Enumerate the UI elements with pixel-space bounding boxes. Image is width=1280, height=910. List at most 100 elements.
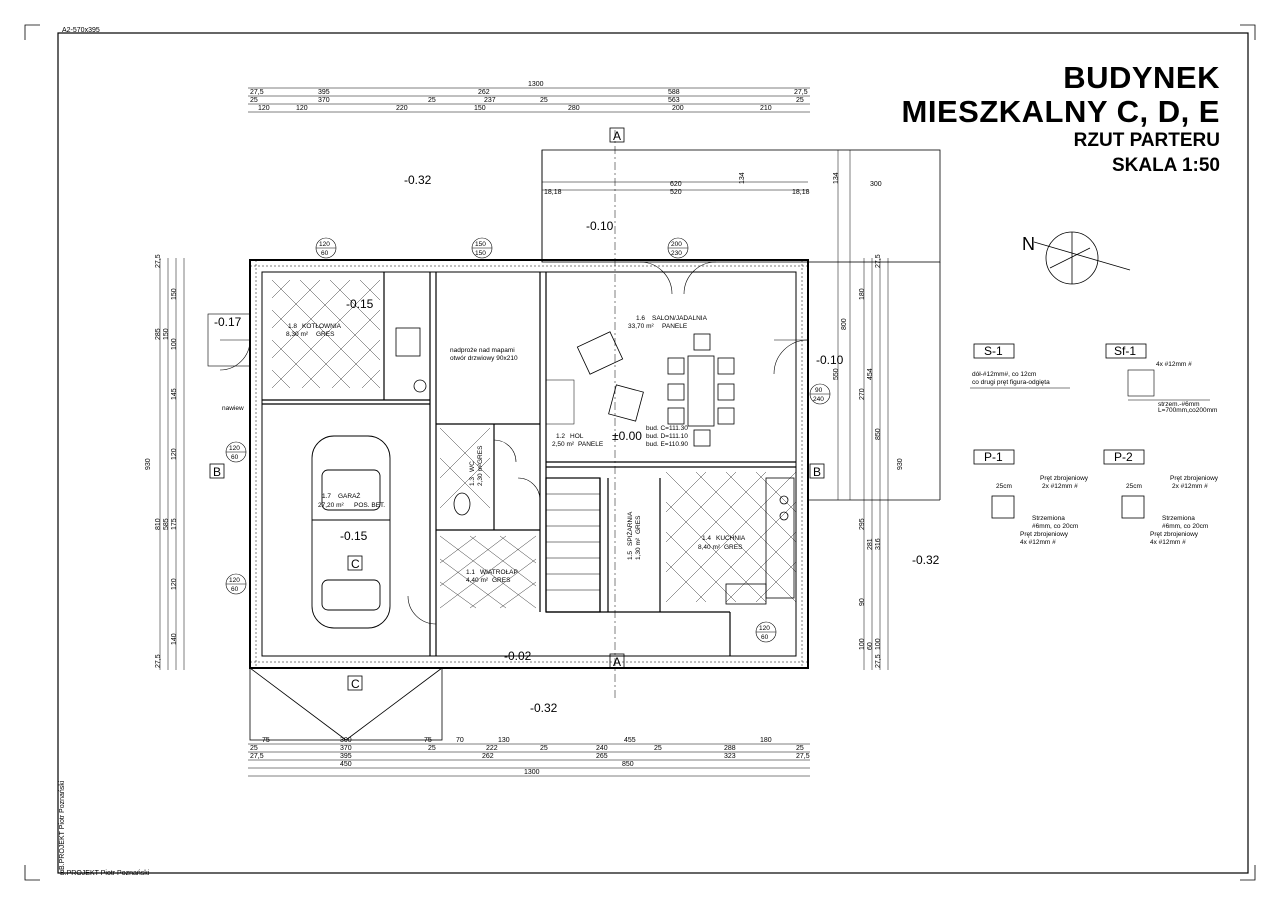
svg-text:#6mm, co 20cm: #6mm, co 20cm bbox=[1032, 523, 1078, 530]
svg-text:120: 120 bbox=[296, 105, 308, 112]
garage-car bbox=[311, 435, 391, 629]
driveway bbox=[249, 667, 443, 741]
svg-text:strzem.-#6mm: strzem.-#6mm bbox=[1158, 401, 1200, 408]
svg-text:25cm: 25cm bbox=[996, 483, 1012, 490]
svg-text:-0.32: -0.32 bbox=[530, 701, 558, 715]
svg-text:120: 120 bbox=[319, 241, 330, 248]
svg-text:270: 270 bbox=[859, 388, 866, 400]
kitchen-counter bbox=[725, 477, 795, 605]
svg-text:220: 220 bbox=[396, 105, 408, 112]
svg-text:2,50 m²: 2,50 m² bbox=[552, 441, 575, 448]
svg-text:370: 370 bbox=[340, 745, 352, 752]
svg-text:-0.17: -0.17 bbox=[214, 315, 242, 329]
svg-text:GRES: GRES bbox=[316, 331, 335, 338]
svg-text:WIATROŁAP: WIATROŁAP bbox=[480, 569, 518, 576]
svg-text:150: 150 bbox=[171, 288, 178, 300]
svg-text:300: 300 bbox=[870, 181, 882, 188]
svg-text:1.4: 1.4 bbox=[702, 535, 711, 542]
svg-text:2,30 m²: 2,30 m² bbox=[477, 463, 484, 486]
svg-text:KOTŁOWNIA: KOTŁOWNIA bbox=[302, 323, 342, 330]
tile-hatching bbox=[271, 279, 797, 609]
left-dimensions: 930 27,5 285 810 150 585 150 100 145 120… bbox=[145, 254, 178, 668]
wc-fixtures bbox=[395, 327, 471, 516]
legend-p1: P-1 Pręt zbrojeniowy 2x #12mm # Strzemio… bbox=[973, 449, 1089, 546]
svg-text:WC: WC bbox=[469, 461, 476, 472]
svg-text:285: 285 bbox=[155, 328, 162, 340]
svg-text:GRES: GRES bbox=[492, 577, 511, 584]
svg-text:130: 130 bbox=[498, 737, 510, 744]
svg-text:Strzemiona: Strzemiona bbox=[1032, 515, 1065, 522]
svg-text:90: 90 bbox=[815, 387, 823, 394]
svg-text:455: 455 bbox=[624, 737, 636, 744]
svg-text:GRES: GRES bbox=[635, 515, 642, 534]
svg-text:POS. BET.: POS. BET. bbox=[354, 502, 385, 509]
svg-text:175: 175 bbox=[171, 518, 178, 530]
svg-text:237: 237 bbox=[484, 97, 496, 104]
svg-text:1300: 1300 bbox=[528, 81, 544, 88]
svg-text:550: 550 bbox=[833, 368, 840, 380]
svg-text:#6mm, co 20cm: #6mm, co 20cm bbox=[1162, 523, 1208, 530]
svg-text:810: 810 bbox=[155, 518, 162, 530]
svg-text:27,5: 27,5 bbox=[796, 753, 810, 760]
svg-text:Pręt zbrojeniowy: Pręt zbrojeniowy bbox=[1040, 475, 1089, 482]
svg-text:150: 150 bbox=[475, 241, 486, 248]
svg-text:bud. C=111.30: bud. C=111.30 bbox=[646, 425, 688, 432]
svg-text:25: 25 bbox=[796, 97, 804, 104]
svg-text:262: 262 bbox=[482, 753, 494, 760]
svg-text:Pręt zbrojeniowy: Pręt zbrojeniowy bbox=[1020, 531, 1069, 538]
svg-text:60: 60 bbox=[867, 642, 874, 650]
svg-text:288: 288 bbox=[724, 745, 736, 752]
svg-text:150: 150 bbox=[474, 105, 486, 112]
svg-text:27,5: 27,5 bbox=[155, 654, 162, 668]
svg-text:co drugi pręt figura-odgięta: co drugi pręt figura-odgięta bbox=[972, 379, 1050, 386]
svg-text:dół-#12mm#, co 12cm: dół-#12mm#, co 12cm bbox=[972, 371, 1036, 378]
svg-text:150: 150 bbox=[163, 328, 170, 340]
svg-text:27,5: 27,5 bbox=[794, 89, 808, 96]
svg-text:295: 295 bbox=[859, 518, 866, 530]
svg-text:25: 25 bbox=[428, 97, 436, 104]
svg-text:60: 60 bbox=[231, 454, 239, 461]
svg-text:585: 585 bbox=[163, 518, 170, 530]
sheet-frame bbox=[24, 24, 1256, 881]
svg-text:930: 930 bbox=[145, 458, 152, 470]
svg-text:210: 210 bbox=[760, 105, 772, 112]
interior-walls bbox=[262, 272, 796, 656]
svg-text:P-1: P-1 bbox=[984, 450, 1003, 464]
svg-text:4,40 m²: 4,40 m² bbox=[466, 577, 489, 584]
svg-text:27,5: 27,5 bbox=[875, 254, 882, 268]
svg-text:-0.15: -0.15 bbox=[346, 297, 374, 311]
top-dimensions: 1300 27,5 395 262 588 27,5 25 370 25 237… bbox=[250, 81, 808, 112]
svg-text:S-1: S-1 bbox=[984, 344, 1003, 358]
svg-text:GARAŻ: GARAŻ bbox=[338, 491, 360, 500]
svg-text:150: 150 bbox=[475, 250, 486, 257]
svg-text:1.8: 1.8 bbox=[288, 323, 297, 330]
svg-text:60: 60 bbox=[761, 634, 769, 641]
svg-text:2x #12mm #: 2x #12mm # bbox=[1172, 483, 1208, 490]
svg-text:75: 75 bbox=[262, 737, 270, 744]
svg-text:200: 200 bbox=[671, 241, 682, 248]
svg-text:25: 25 bbox=[796, 745, 804, 752]
svg-text:HOL: HOL bbox=[570, 433, 584, 440]
svg-text:75: 75 bbox=[424, 737, 432, 744]
svg-text:KUCHNIA: KUCHNIA bbox=[716, 535, 746, 542]
svg-text:134: 134 bbox=[833, 172, 840, 184]
armchairs bbox=[576, 331, 644, 422]
svg-text:850: 850 bbox=[875, 428, 882, 440]
svg-text:134: 134 bbox=[739, 172, 746, 184]
svg-text:27,5: 27,5 bbox=[875, 654, 882, 668]
svg-text:-0.10: -0.10 bbox=[816, 353, 844, 367]
title-line-1: BUDYNEK bbox=[1063, 60, 1220, 95]
svg-text:240: 240 bbox=[596, 745, 608, 752]
section-letters: A A B B C C bbox=[213, 129, 821, 691]
title-line-3: RZUT PARTERU bbox=[1073, 130, 1220, 151]
